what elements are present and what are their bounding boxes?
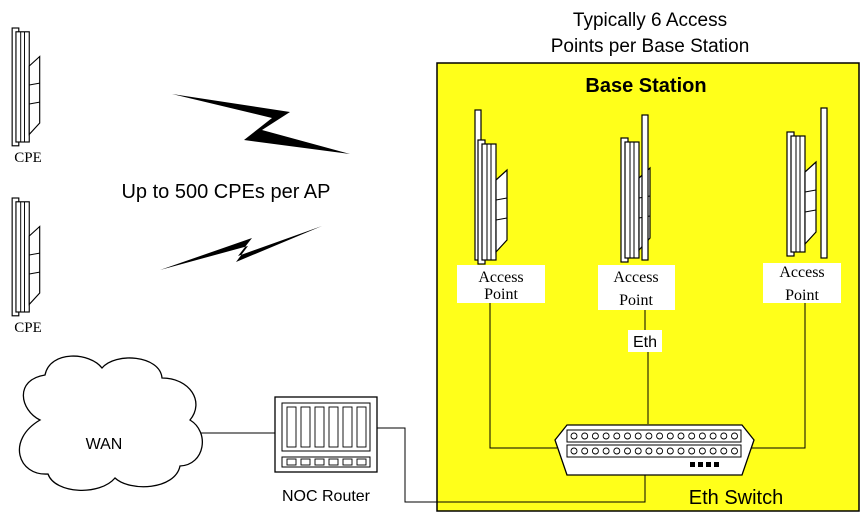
switch-port — [602, 432, 610, 440]
router-port — [328, 458, 339, 466]
switch-port — [720, 432, 728, 440]
header-line2: Points per Base Station — [551, 36, 750, 57]
access-point-1-antenna-icon — [474, 109, 508, 265]
connection-lines — [201, 303, 806, 503]
router-slot — [300, 406, 311, 448]
noc-router-icon — [274, 396, 378, 473]
switch-port — [709, 447, 717, 455]
eth-label-box — [628, 330, 662, 352]
access-point-2-label-line1: Access — [613, 269, 658, 286]
switch-port — [677, 447, 685, 455]
router-slot — [356, 406, 367, 448]
wan-label: WAN — [86, 436, 123, 453]
switch-port — [570, 432, 578, 440]
switch-port — [613, 447, 621, 455]
access-point-2-antenna-icon — [620, 114, 651, 263]
switch-port — [698, 447, 706, 455]
switch-port — [581, 432, 589, 440]
switch-port — [720, 447, 728, 455]
switch-port — [591, 432, 599, 440]
router-slot — [286, 406, 297, 448]
switch-port — [570, 447, 578, 455]
access-point-3-antenna-icon — [786, 107, 828, 259]
access-point-2-label-box — [598, 265, 675, 310]
access-point-3-label-line1: Access — [779, 264, 824, 281]
switch-port — [581, 447, 589, 455]
switch-port — [645, 432, 653, 440]
access-point-3-label-box — [763, 263, 841, 303]
router-port — [342, 458, 353, 466]
wireless-link-bottom-icon — [160, 226, 322, 270]
switch-port — [731, 447, 738, 455]
wan-cloud-icon — [18, 355, 203, 491]
switch-port — [591, 447, 599, 455]
router-label: NOC Router — [282, 488, 371, 505]
switch-port — [624, 447, 631, 455]
access-point-1-label-line1: Access — [478, 269, 523, 286]
cpe-bottom-antenna-icon — [11, 197, 41, 317]
switch-port — [666, 447, 674, 455]
switch-port — [656, 432, 664, 440]
wireless-link-top-icon — [172, 94, 350, 154]
base-station-title: Base Station — [585, 75, 706, 97]
access-point-1-label-box — [457, 265, 545, 303]
cpe-capacity-label: Up to 500 CPEs per AP — [121, 181, 330, 203]
switch-port — [698, 432, 706, 440]
access-point-2-label-line2: Point — [619, 292, 653, 309]
cpe-top-antenna-icon — [11, 27, 41, 147]
switch-port — [634, 432, 642, 440]
switch-port — [731, 432, 738, 440]
switch-port — [688, 447, 696, 455]
cpe-top-label: CPE — [14, 150, 42, 166]
switch-port — [666, 432, 674, 440]
eth-switch-icon — [554, 424, 755, 476]
switch-label: Eth Switch — [689, 487, 783, 509]
switch-port — [645, 447, 653, 455]
router-port — [300, 458, 311, 466]
switch-port — [634, 447, 642, 455]
switch-port — [677, 432, 685, 440]
router-port — [356, 458, 367, 466]
eth-label: Eth — [633, 334, 657, 351]
router-slot — [314, 406, 325, 448]
router-port — [314, 458, 325, 466]
access-point-1-label-line2: Point — [484, 286, 518, 303]
switch-port — [709, 432, 717, 440]
cpe-bottom-label: CPE — [14, 320, 42, 336]
router-slot — [328, 406, 339, 448]
switch-port — [602, 447, 610, 455]
router-slot — [342, 406, 353, 448]
access-point-3-label-line2: Point — [785, 287, 819, 304]
router-port — [286, 458, 297, 466]
switch-port — [656, 447, 664, 455]
header-line1: Typically 6 Access — [573, 10, 727, 31]
switch-port — [688, 432, 696, 440]
switch-port — [624, 432, 631, 440]
switch-port — [613, 432, 621, 440]
